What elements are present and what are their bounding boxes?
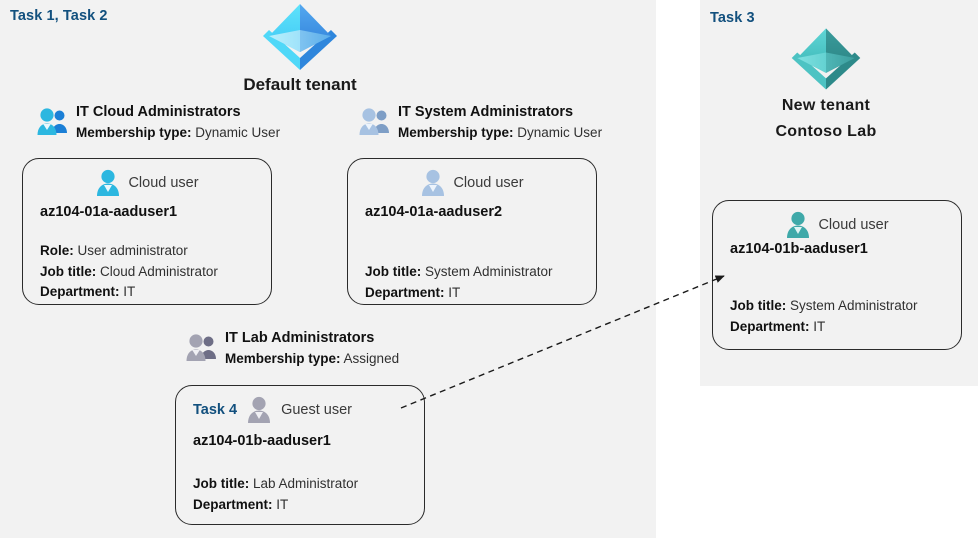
property-value: System Administrator — [425, 264, 553, 279]
user-principal-name: az104-01b-aaduser1 — [193, 433, 331, 449]
task-label-1-2: Task 1, Task 2 — [10, 8, 108, 24]
azure-ad-tenant-icon — [791, 28, 861, 90]
user-type-label: Guest user — [281, 402, 352, 418]
new-tenant-block: New tenant Contoso Lab — [736, 26, 916, 143]
property-label: Department: — [365, 284, 445, 300]
property-row: Department: IT — [193, 495, 418, 516]
user-type-label: Cloud user — [128, 175, 199, 191]
property-label: Department: — [40, 284, 120, 300]
property-value: IT — [448, 284, 461, 300]
group-membership-type: Membership type: Dynamic User — [76, 123, 280, 143]
property-label: Role: — [40, 243, 74, 258]
property-row: Job title: Cloud Administrator — [40, 262, 265, 283]
property-row: Department: IT — [365, 283, 590, 304]
cloud-user-icon — [422, 169, 445, 196]
user-type-label: Cloud user — [818, 217, 889, 233]
property-label: Job title: — [40, 263, 97, 279]
user-card-guest-az104-01b-aaduser1[interactable]: Task 4 Guest user az104-01b-aaduser1 Job… — [175, 385, 425, 525]
property-label: Job title: — [193, 476, 250, 491]
user-card-az104-01a-aaduser2[interactable]: Cloud user az104-01a-aaduser2 Job title:… — [347, 158, 597, 305]
group-users-icon — [359, 108, 389, 135]
group-membership-label: Membership type: — [76, 125, 192, 141]
card-header: Cloud user — [713, 211, 961, 239]
group-it-lab-administrators: IT Lab Administrators Membership type: A… — [185, 328, 399, 369]
card-header: Task 4 Guest user — [176, 396, 424, 424]
group-membership-type: Membership type: Dynamic User — [398, 123, 602, 143]
card-header: Cloud user — [348, 169, 596, 197]
property-value: System Administrator — [790, 298, 918, 313]
property-label: Department: — [193, 496, 273, 512]
property-label: Job title: — [730, 298, 787, 313]
property-label: Department: — [730, 318, 810, 334]
group-title: IT System Administrators — [398, 104, 574, 120]
new-tenant-name-line2: Contoso Lab — [775, 123, 877, 141]
user-properties: Job title: System Administrator Departme… — [365, 262, 590, 303]
user-principal-name: az104-01a-aaduser1 — [40, 204, 178, 220]
group-users-icon — [186, 334, 216, 361]
group-it-cloud-administrators: IT Cloud Administrators Membership type:… — [36, 102, 280, 143]
new-tenant-name-line1: New tenant — [781, 97, 871, 114]
default-tenant-panel — [0, 0, 656, 538]
user-type-label: Cloud user — [453, 175, 524, 191]
property-row: Job title: System Administrator — [365, 262, 590, 283]
property-value: IT — [276, 496, 289, 512]
property-value: Lab Administrator — [253, 476, 359, 491]
cloud-user-icon — [97, 169, 120, 196]
group-membership-value: Dynamic User — [517, 125, 603, 141]
user-card-az104-01a-aaduser1[interactable]: Cloud user az104-01a-aaduser1 Role: User… — [22, 158, 272, 305]
azure-ad-tenant-icon — [263, 4, 337, 70]
group-membership-label: Membership type: — [398, 125, 514, 141]
user-properties: Role: User administrator Job title: Clou… — [40, 241, 265, 303]
card-header: Cloud user — [23, 169, 271, 197]
property-row: Role: User administrator — [40, 241, 265, 262]
user-properties: Job title: Lab Administrator Department:… — [193, 474, 418, 515]
property-row: Job title: System Administrator — [730, 296, 955, 317]
property-row: Job title: Lab Administrator — [193, 474, 418, 495]
user-principal-name: az104-01b-aaduser1 — [730, 241, 868, 257]
group-membership-type: Membership type: Assigned — [225, 349, 399, 369]
property-row: Department: IT — [730, 317, 955, 338]
group-title: IT Cloud Administrators — [76, 104, 241, 120]
group-membership-value: Assigned — [343, 351, 400, 367]
property-value: IT — [123, 284, 136, 300]
default-tenant-block: Default tenant — [210, 2, 390, 96]
property-value: IT — [813, 318, 826, 334]
default-tenant-name: Default tenant — [243, 75, 357, 94]
group-users-icon — [37, 108, 67, 135]
group-title: IT Lab Administrators — [225, 330, 375, 346]
user-principal-name: az104-01a-aaduser2 — [365, 204, 503, 220]
cloud-user-icon — [787, 211, 810, 238]
task-label-4: Task 4 — [193, 402, 238, 418]
group-membership-label: Membership type: — [225, 351, 341, 367]
user-card-az104-01b-aaduser1[interactable]: Cloud user az104-01b-aaduser1 Job title:… — [712, 200, 962, 350]
property-label: Job title: — [365, 264, 422, 279]
group-it-system-administrators: IT System Administrators Membership type… — [358, 102, 602, 143]
guest-user-icon — [248, 396, 271, 423]
task-label-3: Task 3 — [710, 10, 755, 26]
user-properties: Job title: System Administrator Departme… — [730, 296, 955, 337]
property-value: User administrator — [77, 243, 188, 258]
group-membership-value: Dynamic User — [195, 125, 281, 141]
property-value: Cloud Administrator — [100, 263, 218, 279]
property-row: Department: IT — [40, 282, 265, 303]
